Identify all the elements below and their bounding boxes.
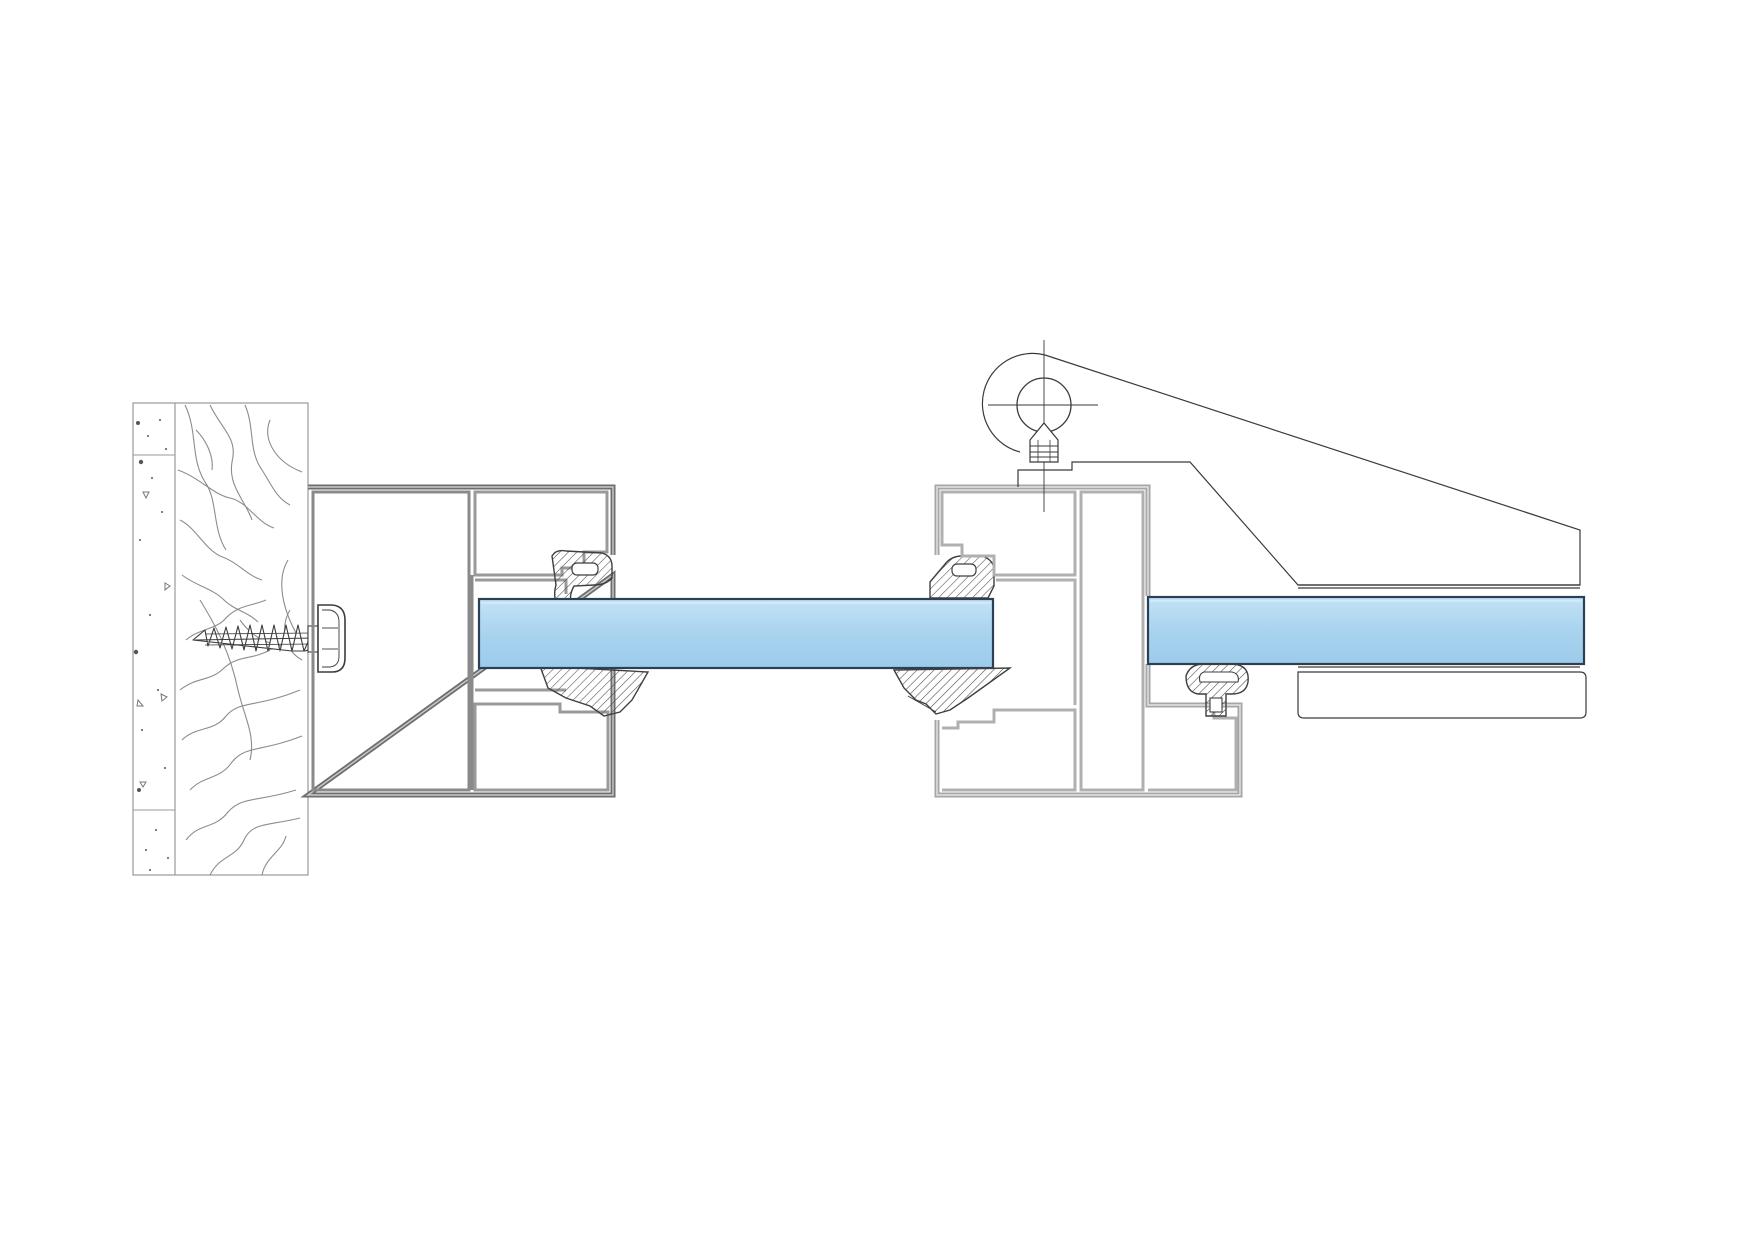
sash-gasket-top [929,555,995,599]
fixed-frame-profile [300,484,616,798]
wall-wood-grain [177,404,303,876]
door-glass-panel [1146,595,1586,666]
hinge-arm [981,352,1581,589]
screw-head [317,604,346,673]
frame-wedge-gasket [538,665,650,717]
sash-frame-chamber-top [940,490,1077,577]
sash-wedge-gasket [892,667,1013,715]
door-seal-gasket [1185,663,1249,717]
clamp-plate [1297,663,1587,719]
hinge-pivot [988,340,1098,512]
sash-frame-profile [934,484,1243,798]
fixed-glass-panel [477,597,995,670]
sash-frame-chamber-mid [1079,490,1145,792]
fixed-frame-chamber-left [311,490,471,792]
wall-anchor-screw [192,604,346,673]
wall-plaster-texture [133,419,169,871]
frame-gasket-top [551,549,613,613]
